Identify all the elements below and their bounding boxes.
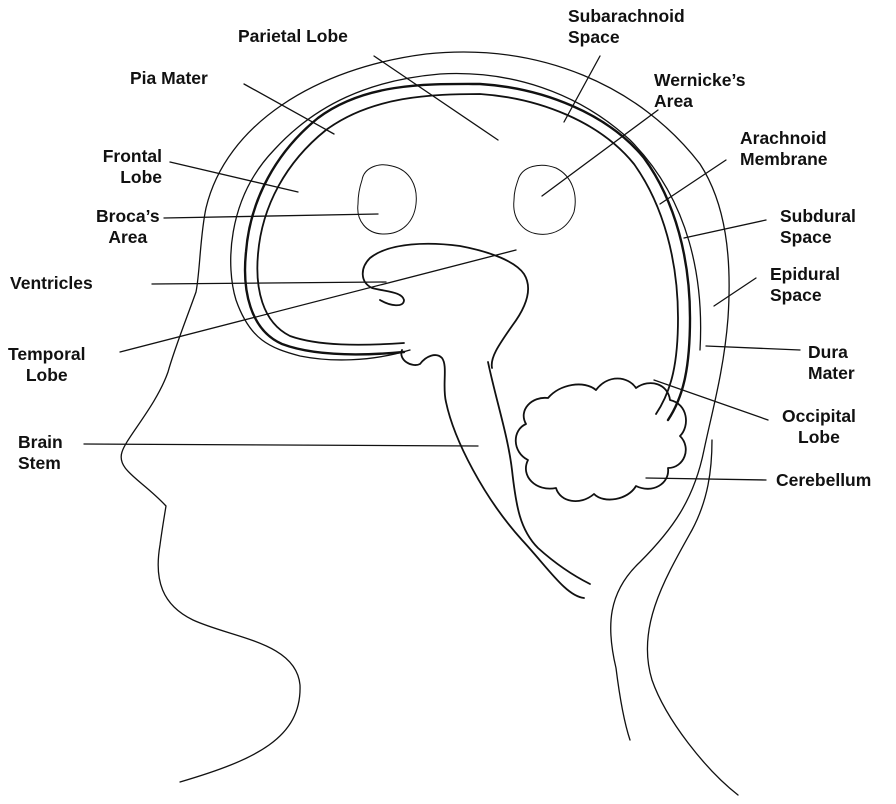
leader-cerebellum [646, 478, 766, 480]
wernickes-area-shape [514, 165, 575, 234]
label-epidural-space: Epidural Space [770, 264, 840, 307]
label-subdural-space: Subdural Space [780, 206, 856, 249]
cerebellum-shape [516, 379, 686, 502]
label-temporal-lobe: Temporal Lobe [8, 344, 85, 387]
leader-dura-mater [706, 346, 800, 350]
brain-stem-left [401, 350, 584, 598]
label-frontal-lobe: Frontal Lobe [103, 146, 162, 189]
leader-ventricles [152, 282, 386, 284]
label-parietal-lobe: Parietal Lobe [238, 26, 348, 47]
label-occipital-lobe: Occipital Lobe [782, 406, 856, 449]
leader-frontal-lobe [170, 162, 298, 192]
leader-epidural-space [714, 278, 756, 306]
ventricle-shape [363, 244, 528, 368]
label-arachnoid-membrane: Arachnoid Membrane [740, 128, 828, 171]
label-brain-stem: Brain Stem [18, 432, 63, 475]
neck-outline [647, 440, 738, 795]
label-cerebellum: Cerebellum [776, 470, 871, 491]
label-brocas-area: Broca’s Area [96, 206, 160, 249]
brain-stem-right [488, 362, 590, 584]
leader-brocas-area [164, 214, 378, 218]
leader-temporal-lobe [120, 250, 516, 352]
label-dura-mater: Dura Mater [808, 342, 855, 385]
leader-parietal-lobe [374, 56, 498, 140]
label-subarachnoid-space: Subarachnoid Space [568, 6, 685, 49]
leader-pia-mater [244, 84, 334, 134]
leader-brain-stem [84, 444, 478, 446]
label-wernickes-area: Wernicke’s Area [654, 70, 745, 113]
head-outline [121, 52, 729, 782]
brocas-area-shape [358, 165, 417, 234]
label-ventricles: Ventricles [10, 273, 93, 294]
label-pia-mater: Pia Mater [130, 68, 208, 89]
